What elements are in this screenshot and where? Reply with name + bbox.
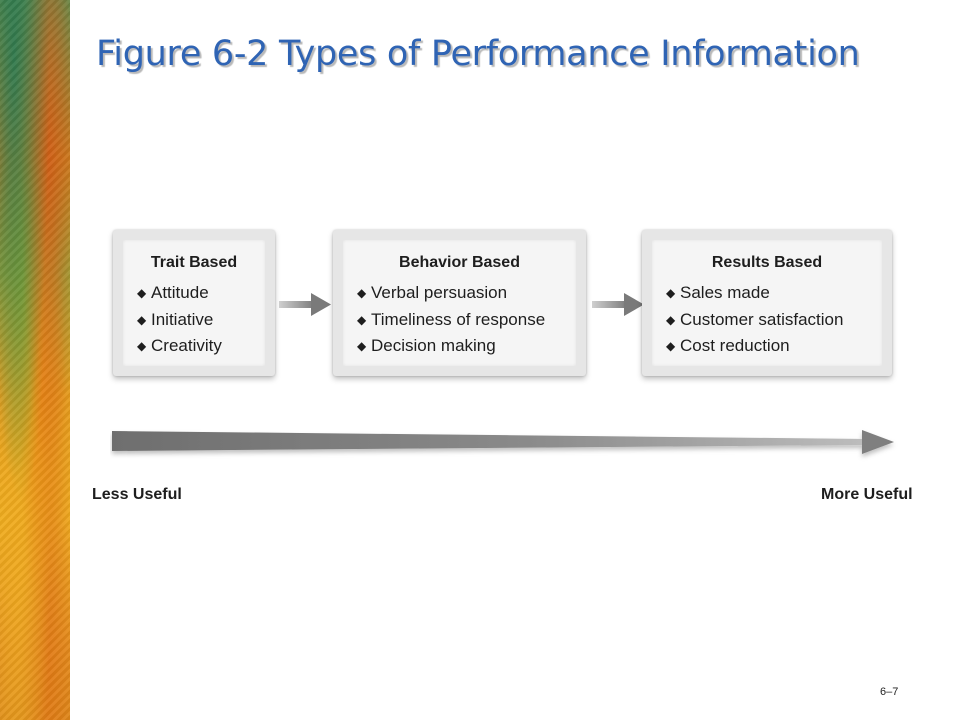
diamond-bullet-icon: ◆ (666, 286, 676, 300)
diamond-bullet-icon: ◆ (666, 312, 676, 327)
list-item: ◆ Timeliness of response (357, 307, 576, 334)
diamond-bullet-icon: ◆ (357, 339, 367, 353)
behavior-based-list: ◆ Verbal persuasion ◆ Timeliness of respon… (343, 280, 576, 360)
list-item-label: Customer satisfaction (680, 309, 844, 329)
list-item: ◆ Customer satisfaction (666, 307, 882, 334)
trait-based-list: ◆ Attitude ◆ Initiative ◆ Creativity (123, 280, 265, 360)
diamond-bullet-icon: ◆ (137, 286, 147, 300)
results-based-list: ◆ Sales made ◆ Customer satisfaction ◆ Cost… (652, 280, 882, 360)
list-item: ◆ Attitude (137, 280, 265, 307)
trait-based-box: Trait Based ◆ Attitude ◆ Initiative ◆ Creat… (113, 230, 275, 376)
diamond-bullet-icon: ◆ (137, 312, 147, 327)
list-item: ◆ Decision making (357, 333, 576, 360)
list-item: ◆ Cost reduction (666, 333, 882, 360)
list-item-label: Sales made (680, 283, 770, 302)
list-item: ◆ Verbal persuasion (357, 280, 576, 307)
list-item: ◆ Sales made (666, 280, 882, 307)
list-item-label: Creativity (151, 336, 222, 355)
diamond-bullet-icon: ◆ (357, 312, 367, 327)
list-item-label: Decision making (371, 336, 496, 355)
trait-based-heading: Trait Based (150, 254, 238, 271)
page-number: 6–7 (880, 686, 899, 698)
list-item-label: Verbal persuasion (371, 283, 508, 302)
diamond-bullet-icon: ◆ (357, 286, 367, 300)
behavior-based-panel: Behavior Based ◆ Verbal persuasion ◆ Timel… (343, 240, 576, 366)
results-based-box: Results Based ◆ Sales made ◆ Customer sati… (642, 230, 892, 376)
decorative-side-band (0, 0, 70, 720)
diamond-bullet-icon: ◆ (666, 339, 676, 353)
list-item-label: Initiative (151, 309, 214, 329)
diamond-bullet-icon: ◆ (137, 339, 147, 353)
results-based-heading: Results Based (711, 254, 823, 271)
slide-title: Figure 6-2 Types of Performance Informat… (96, 34, 860, 74)
arrow-right-icon (279, 293, 331, 316)
usefulness-scale-arrow (112, 430, 894, 454)
list-item-label: Timeliness of response (371, 309, 546, 329)
more-useful-label: More Useful (821, 486, 913, 503)
trait-based-panel: Trait Based ◆ Attitude ◆ Initiative ◆ Creat… (123, 240, 265, 366)
arrow-right-icon (592, 293, 644, 316)
list-item: ◆ Initiative (137, 307, 265, 334)
results-based-panel: Results Based ◆ Sales made ◆ Customer sati… (652, 240, 882, 366)
behavior-based-box: Behavior Based ◆ Verbal persuasion ◆ Timel… (333, 230, 586, 376)
behavior-based-heading: Behavior Based (399, 254, 520, 271)
less-useful-label: Less Useful (92, 486, 182, 503)
list-item: ◆ Creativity (137, 333, 265, 360)
list-item-label: Attitude (151, 283, 209, 302)
list-item-label: Cost reduction (680, 336, 790, 355)
